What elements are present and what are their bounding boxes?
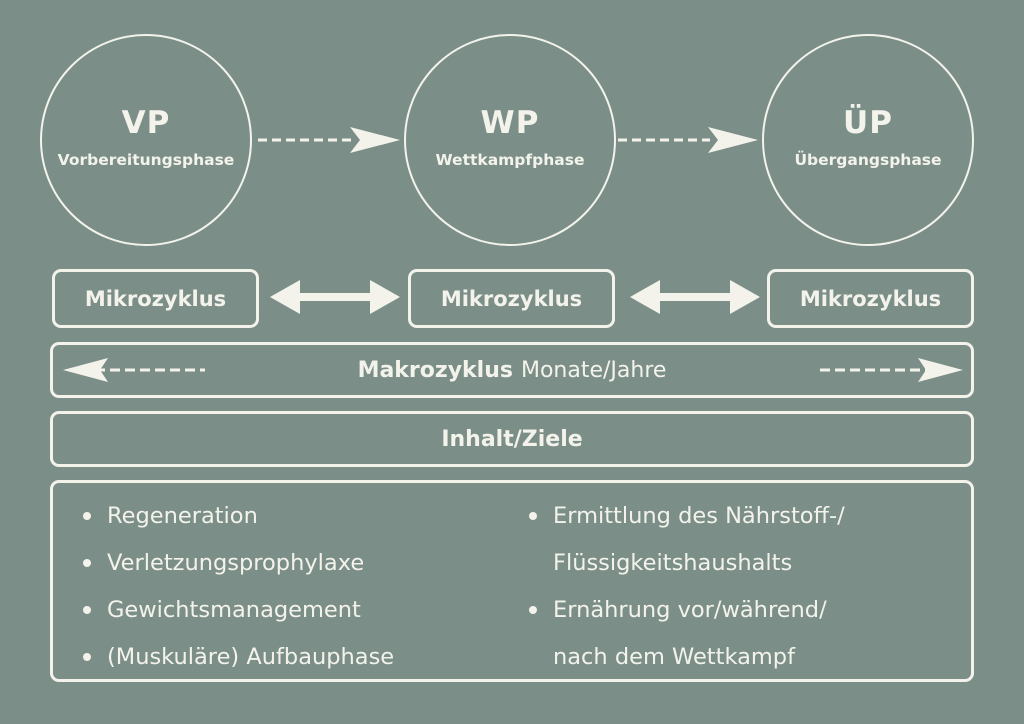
micro-box-3: Mikrozyklus bbox=[767, 269, 974, 328]
phase-abbr: VP bbox=[121, 105, 171, 141]
micro-label: Mikrozyklus bbox=[799, 286, 942, 311]
list-item: Verletzungsprophylaxe bbox=[83, 540, 394, 587]
list-item: (Muskuläre) Aufbauphase bbox=[83, 634, 394, 681]
list-item-continuation: Flüssigkeitshaushalts bbox=[553, 550, 793, 576]
phase-circle-up: ÜP Übergangsphase bbox=[762, 34, 974, 246]
macro-label: Makrozyklus bbox=[357, 357, 513, 383]
phase-abbr: WP bbox=[480, 105, 540, 141]
phase-circle-vp: VP Vorbereitungsphase bbox=[40, 34, 252, 246]
phase-name: Wettkampfphase bbox=[435, 151, 585, 169]
macro-arrow-right bbox=[820, 358, 963, 382]
list-item: Ermittlung des Nährstoff-/ bbox=[529, 493, 845, 540]
content-header-label: Inhalt/Ziele bbox=[441, 426, 583, 452]
content-box: Regeneration Verletzungsprophylaxe Gewic… bbox=[50, 480, 974, 682]
phase-name: Vorbereitungsphase bbox=[57, 151, 235, 169]
dashed-arrow-vp-wp bbox=[258, 127, 400, 153]
list-item: Ernährung vor/während/ bbox=[529, 587, 845, 634]
dashed-arrow-wp-up bbox=[618, 127, 758, 153]
phase-abbr: ÜP bbox=[843, 105, 893, 141]
micro-box-2: Mikrozyklus bbox=[408, 269, 615, 328]
right-column: Ermittlung des Nährstoff-/ Flüssigkeitsh… bbox=[529, 493, 845, 681]
list-item-continuation: nach dem Wettkampf bbox=[553, 644, 795, 670]
list-item: Gewichtsmanagement bbox=[83, 587, 394, 634]
content-header: Inhalt/Ziele bbox=[50, 411, 974, 467]
micro-box-1: Mikrozyklus bbox=[52, 269, 259, 328]
micro-label: Mikrozyklus bbox=[440, 286, 583, 311]
macro-bar: Makrozyklus Monate/Jahre bbox=[50, 342, 974, 398]
micro-label: Mikrozyklus bbox=[84, 286, 227, 311]
phase-circle-wp: WP Wettkampfphase bbox=[404, 34, 616, 246]
left-column: Regeneration Verletzungsprophylaxe Gewic… bbox=[83, 493, 394, 681]
double-arrow-micro-1 bbox=[270, 280, 400, 314]
phase-name: Übergangsphase bbox=[794, 151, 942, 169]
macro-arrow-left bbox=[63, 358, 205, 382]
list-item: Regeneration bbox=[83, 493, 394, 540]
macro-duration: Monate/Jahre bbox=[520, 357, 667, 383]
double-arrow-micro-2 bbox=[630, 280, 760, 314]
